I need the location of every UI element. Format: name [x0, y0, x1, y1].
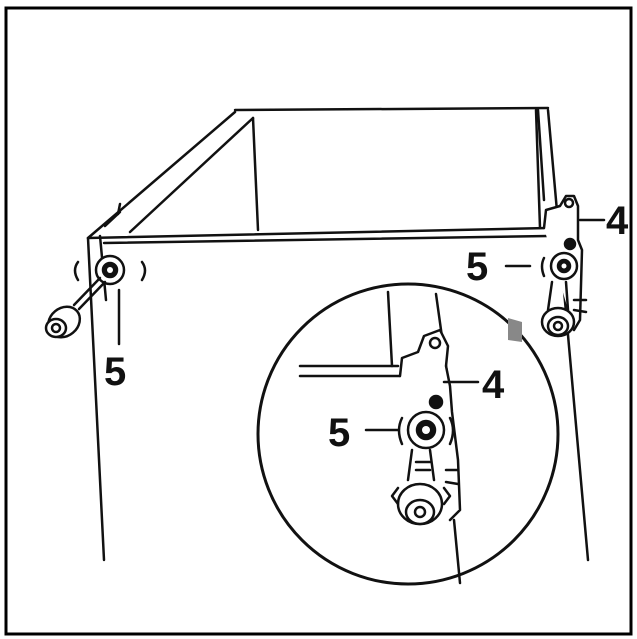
- detail-shade: [508, 318, 522, 342]
- left-callout-5: 5: [104, 350, 126, 394]
- right-callout-4: 4: [606, 199, 629, 243]
- right-hinge-bracket: [504, 194, 606, 338]
- figure-frame: [4, 6, 633, 636]
- left-adjust-knob: [44, 254, 147, 346]
- cabinet-outline: [86, 106, 590, 562]
- right-callout-5: 5: [466, 245, 488, 289]
- detail-magnifier: [256, 282, 560, 586]
- detail-callout-5: 5: [328, 411, 350, 455]
- detail-callout-4: 4: [482, 363, 505, 407]
